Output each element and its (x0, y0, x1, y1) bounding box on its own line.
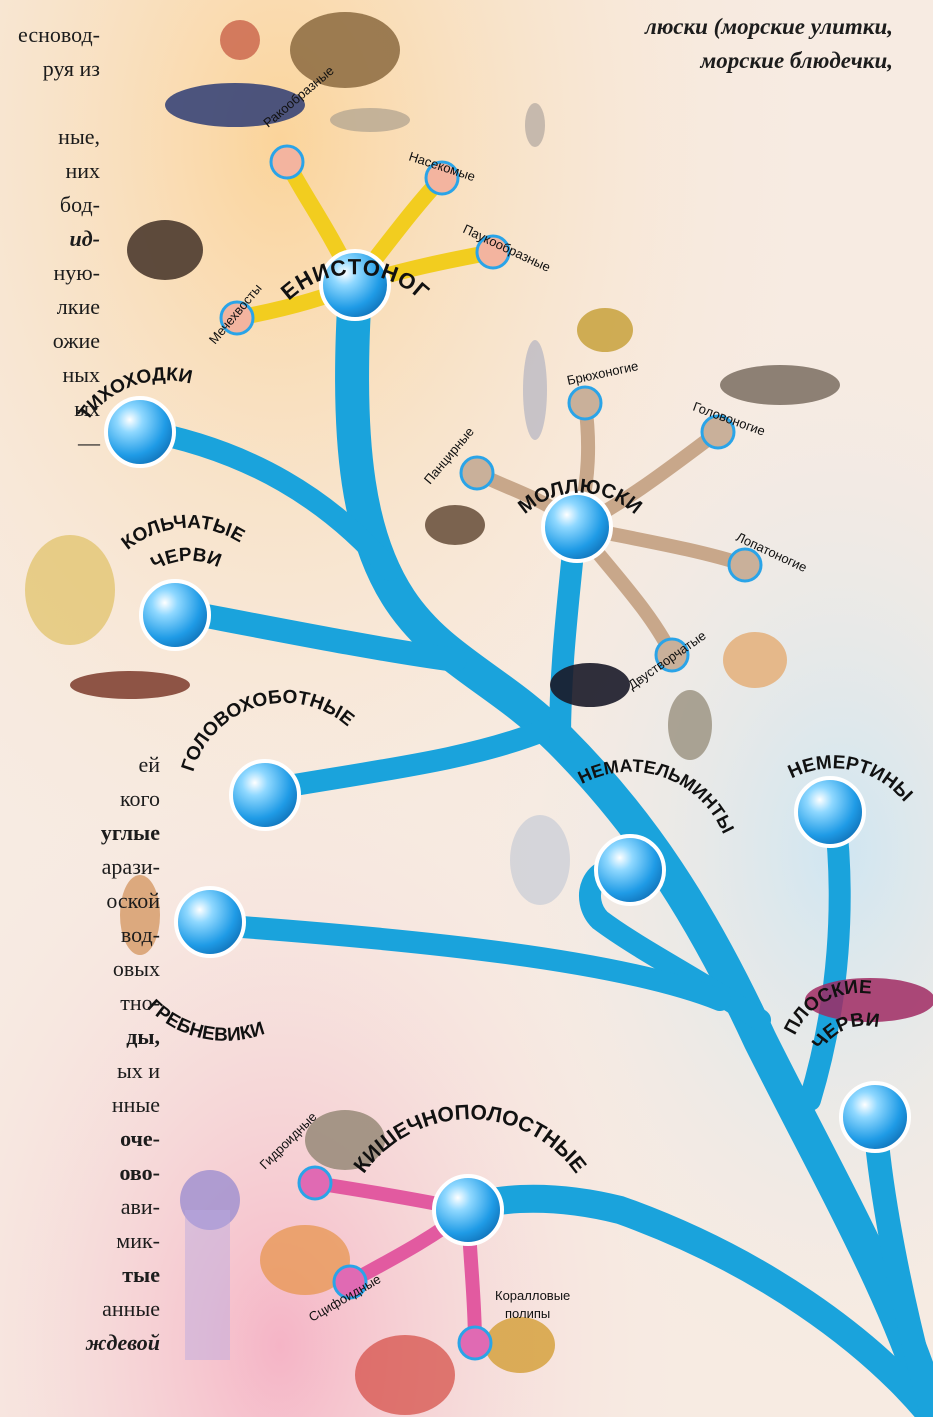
node-nemertea (796, 778, 864, 846)
body-text-line: них (65, 154, 100, 188)
body-text-line: ых и (117, 1054, 160, 1088)
body-text-line: ей (138, 748, 160, 782)
body-text-line: ово- (119, 1156, 160, 1190)
node-annelida (141, 581, 209, 649)
body-text-line: лкие (57, 290, 100, 324)
body-text-line: ожие (53, 324, 100, 358)
node-mollusca (543, 493, 611, 561)
body-text-line: ид- (70, 222, 100, 256)
body-text-line: есновод- (18, 18, 100, 52)
body-text-line: вод- (121, 918, 160, 952)
body-text-line: ных (62, 358, 100, 392)
subnode-polyplacophora (461, 457, 493, 489)
node-nemathelminthes (596, 836, 664, 904)
node-platyhelminthes (841, 1083, 909, 1151)
body-text-line: нные (112, 1088, 160, 1122)
label-anthozoa-line1: Коралловые (495, 1288, 570, 1303)
label-anthozoa-line2: полипы (505, 1306, 550, 1321)
subnode-crustacea (271, 146, 303, 178)
subnode-anthozoa (459, 1327, 491, 1359)
body-text-line: мик- (116, 1224, 160, 1258)
body-text-line: ные, (58, 120, 100, 154)
node-ctenophora (176, 888, 244, 956)
body-text-line: углые (101, 816, 160, 850)
body-text-line: анные (102, 1292, 160, 1326)
body-text-line: ную- (53, 256, 100, 290)
body-text-line: овых (113, 952, 160, 986)
body-text-line: — (78, 426, 100, 460)
body-text-line: оской (106, 884, 160, 918)
body-text-line: ави- (121, 1190, 160, 1224)
top-right-text: люски (морские улитки, морские блюдечки, (645, 10, 893, 78)
body-text-line: кого (120, 782, 160, 816)
body-text-line: тые (122, 1258, 160, 1292)
body-text-line: арази- (102, 850, 160, 884)
subnode-hydrozoa (299, 1167, 331, 1199)
body-text-line: тно- (120, 986, 160, 1020)
body-text-line: ых (74, 392, 100, 426)
subnode-gastropoda (569, 387, 601, 419)
body-text-line: бод- (60, 188, 100, 222)
node-cnidaria (434, 1176, 502, 1244)
subnode-scaphopoda (729, 549, 761, 581)
body-text-line: оче- (120, 1122, 160, 1156)
body-text-line: ды, (126, 1020, 160, 1054)
top-right-line: люски (морские улитки, (645, 10, 893, 44)
body-text-line: руя из (43, 52, 100, 86)
top-right-line: морские блюдечки, (645, 44, 893, 78)
node-tardigrada (106, 398, 174, 466)
node-kinorhyncha (231, 761, 299, 829)
body-text-line: ждевой (86, 1326, 160, 1360)
